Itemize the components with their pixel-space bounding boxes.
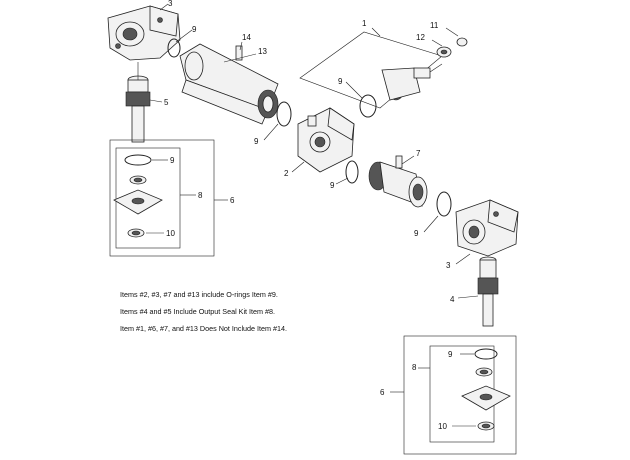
ring-item-11	[456, 37, 468, 47]
item-6-box-right	[403, 335, 517, 455]
callout-9: 9	[330, 181, 335, 190]
o-ring	[276, 101, 292, 127]
output-shaft-left	[125, 62, 151, 143]
callout-9: 9	[170, 156, 175, 165]
gearbox-housing-top-left	[107, 5, 181, 61]
center-housing	[297, 107, 355, 173]
note-seal-kit: Items #4 and #5 Include Output Seal Kit …	[120, 307, 276, 316]
item-6-box-left	[109, 139, 215, 257]
callout-3: 3	[446, 261, 451, 270]
callout-9: 9	[338, 77, 343, 86]
callout-8: 8	[412, 363, 417, 372]
callout-10: 10	[166, 229, 175, 238]
callout-6: 6	[230, 196, 235, 205]
callout-3: 3	[168, 0, 173, 8]
callout-5: 5	[164, 98, 169, 107]
gear-assembly-item-1	[381, 63, 443, 101]
callout-9: 9	[254, 137, 259, 146]
callout-9: 9	[448, 350, 453, 359]
cylinder-assembly	[368, 155, 428, 208]
gearbox-housing-right	[455, 199, 519, 257]
item-8-box-left	[115, 147, 181, 249]
callout-4: 4	[450, 295, 455, 304]
output-shaft-right	[477, 256, 499, 327]
note-item-14: Item #1, #6, #7, and #13 Does Not Includ…	[120, 324, 288, 333]
callout-9: 9	[414, 229, 419, 238]
callout-1: 1	[362, 19, 367, 28]
callout-2: 2	[284, 169, 289, 178]
tube-assembly	[179, 43, 279, 125]
callout-6: 6	[380, 388, 385, 397]
o-ring	[345, 160, 359, 184]
callout-13: 13	[258, 47, 267, 56]
o-ring	[167, 38, 181, 58]
o-ring	[359, 94, 377, 118]
o-ring	[124, 154, 152, 166]
callout-11: 11	[430, 21, 439, 30]
callout-10: 10	[438, 422, 447, 431]
callout-7: 7	[416, 149, 421, 158]
callout-14: 14	[242, 33, 251, 42]
o-ring	[474, 348, 498, 360]
o-ring	[436, 191, 452, 217]
callout-9: 9	[192, 25, 197, 34]
note-orings: Items #2, #3, #7 and #13 include O-rings…	[120, 290, 278, 299]
callout-8: 8	[198, 191, 203, 200]
callout-12: 12	[416, 33, 425, 42]
